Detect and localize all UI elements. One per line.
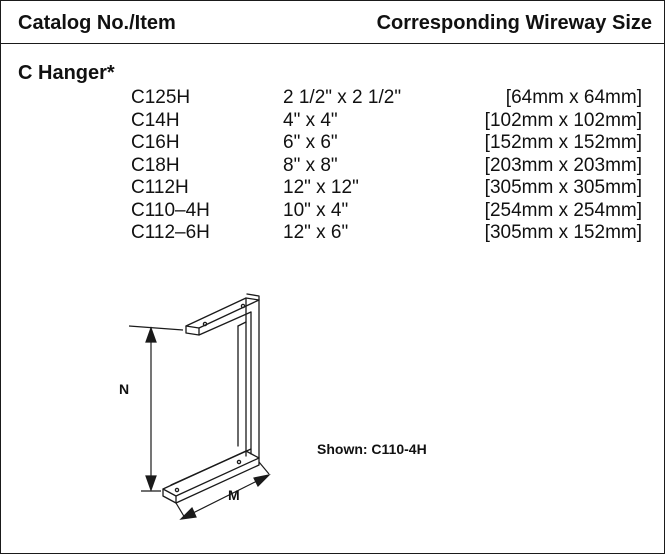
table-header: Catalog No./Item Corresponding Wireway S… xyxy=(1,1,664,44)
item-number: C110–4H xyxy=(131,199,210,221)
item-number: C125H xyxy=(131,87,191,108)
table-row: C125H 2 1/2" x 2 1/2" [64mm x 64mm] xyxy=(1,87,664,110)
size-inches: 2 1/2" x 2 1/2" xyxy=(283,87,402,108)
item-number: C16H xyxy=(131,132,180,153)
c-hanger-drawing xyxy=(128,293,271,520)
size-metric: [203mm x 203mm] xyxy=(484,154,642,176)
size-metric: [102mm x 102mm] xyxy=(484,109,642,131)
table-row: C112H 12" x 12" [305mm x 305mm] xyxy=(1,177,664,200)
item-number: C18H xyxy=(131,154,180,176)
size-inches: 12" x 12" xyxy=(283,177,359,198)
size-metric: [64mm x 64mm] xyxy=(505,87,642,108)
table-row: C112–6H 12" x 6" [305mm x 152mm] xyxy=(1,222,664,245)
size-inches: 6" x 6" xyxy=(283,132,338,153)
item-number: C112–6H xyxy=(131,222,210,243)
table-row: C110–4H 10" x 4" [254mm x 254mm] xyxy=(1,200,664,223)
size-inches: 12" x 6" xyxy=(283,222,349,243)
table-row: C14H 4" x 4" [102mm x 102mm] xyxy=(1,110,664,133)
size-metric: [305mm x 305mm] xyxy=(484,177,642,198)
item-list: C125H 2 1/2" x 2 1/2" [64mm x 64mm] C14H… xyxy=(1,87,664,245)
item-number: C112H xyxy=(131,177,189,198)
size-metric: [254mm x 254mm] xyxy=(484,199,642,221)
size-metric: [305mm x 152mm] xyxy=(484,222,642,243)
dimension-m-label: M xyxy=(228,487,240,503)
dimension-n-label: N xyxy=(119,381,130,397)
header-wireway-size: Corresponding Wireway Size xyxy=(376,12,652,34)
size-inches: 8" x 8" xyxy=(283,154,338,176)
size-metric: [152mm x 152mm] xyxy=(484,132,642,153)
size-inches: 10" x 4" xyxy=(283,199,349,221)
table-row: C16H 6" x 6" [152mm x 152mm] xyxy=(1,132,664,155)
section-title: C Hanger* xyxy=(18,62,115,84)
item-number: C14H xyxy=(131,109,180,131)
header-catalog-no: Catalog No./Item xyxy=(18,12,176,34)
figure-caption: Shown: C110-4H xyxy=(317,441,427,457)
size-inches: 4" x 4" xyxy=(283,109,338,131)
table-row: C18H 8" x 8" [203mm x 203mm] xyxy=(1,155,664,178)
